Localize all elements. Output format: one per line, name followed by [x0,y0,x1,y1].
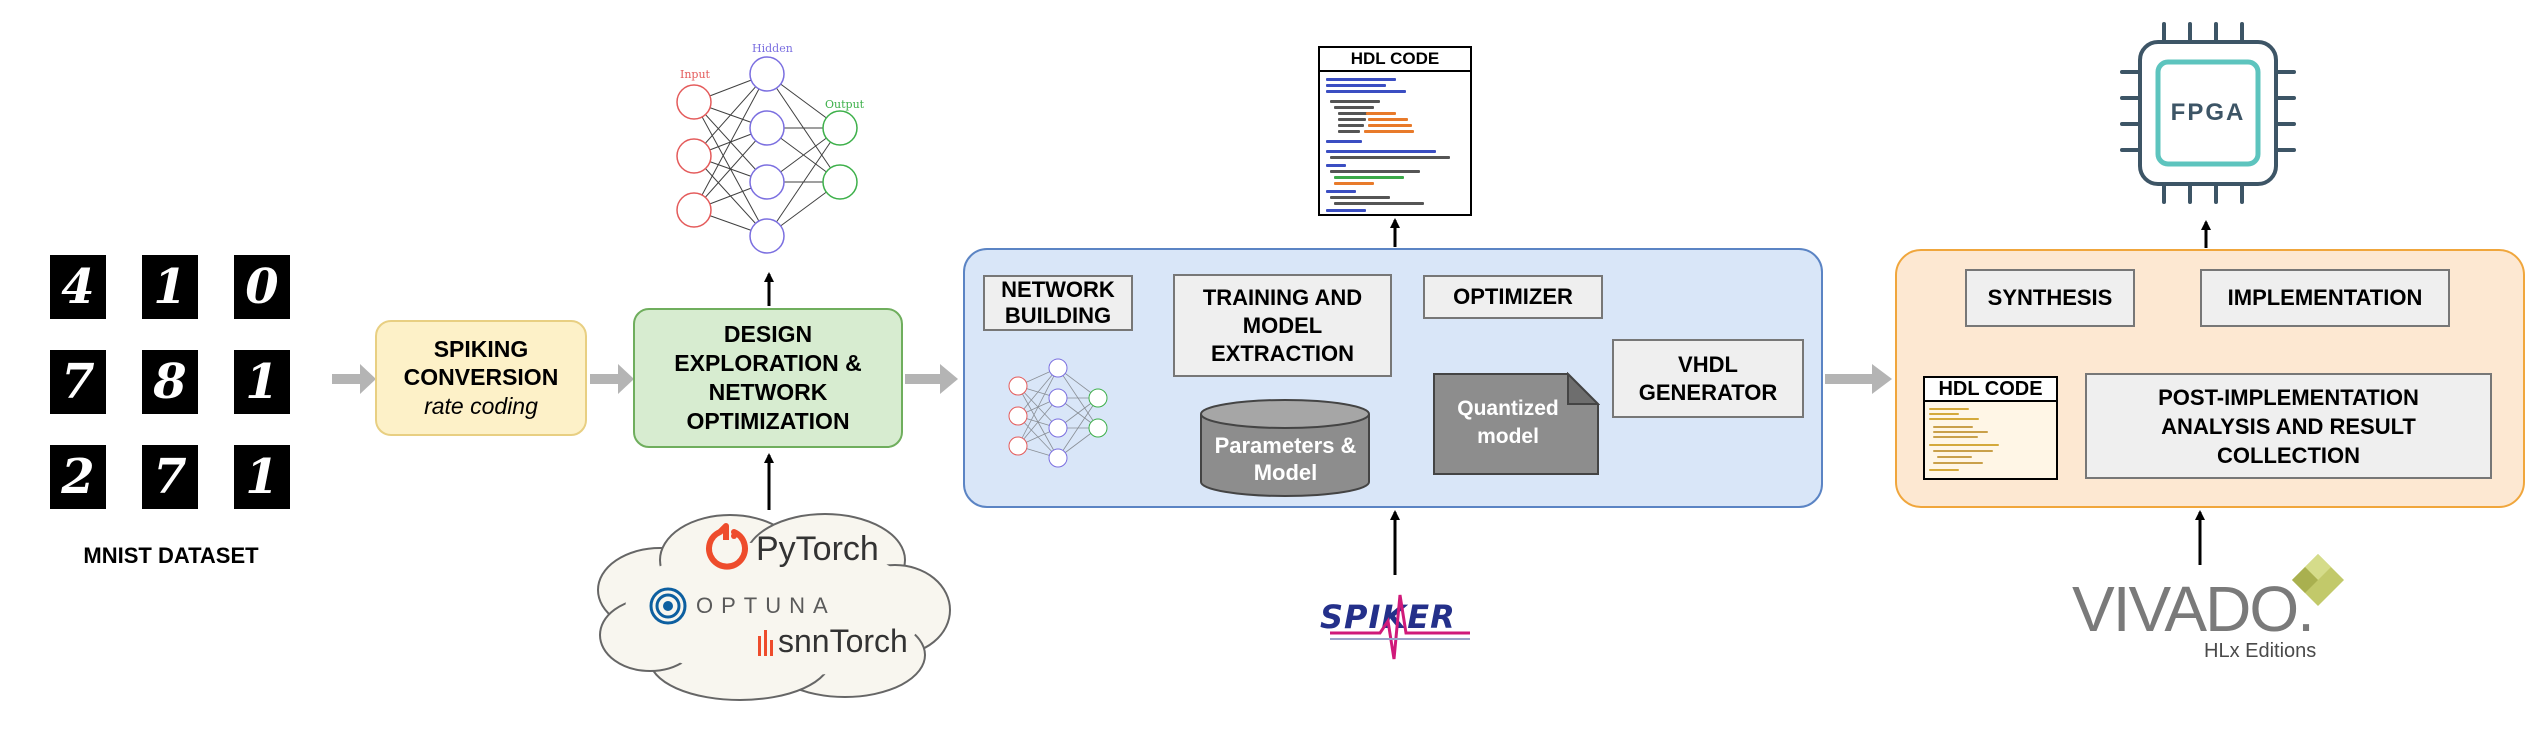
optuna-icon [649,587,687,625]
mnist-label: MNIST DATASET [83,543,259,568]
spiking-subtitle: rate coding [424,393,538,419]
vivado-logo: VIVADO. [2072,573,2315,645]
flow-arrow-mnist-to-spiking [332,364,376,394]
vivado-edition-label: HLx Editions [2204,640,2317,662]
hdl-code-small-document: HDL CODE [1923,376,2058,480]
mnist-digit: 8 [142,350,198,414]
optimizer-box: OPTIMIZER [1423,275,1603,319]
snntorch-label: snnTorch [778,623,908,659]
post-implementation-box: POST-IMPLEMENTATION ANALYSIS AND RESULT … [2085,373,2492,479]
spiker-pulse-icon [1330,594,1470,660]
hdl-code-lines [1320,72,1470,212]
mnist-grid: 4 1 0 7 8 1 2 7 1 [50,255,300,510]
mnist-digit: 1 [142,255,198,319]
pytorch-icon [706,523,748,570]
mnist-digit: 7 [50,350,106,414]
mnist-digit: 7 [142,445,198,509]
nn-input-label: Input [680,68,710,81]
quantized-model-icon [1433,372,1600,475]
spiker-logo: SPIKER [1320,598,1456,636]
parameters-label: Parameters & Model [1214,433,1357,485]
hdl-code-small-lines [1925,402,2056,480]
fpga-label: FPGA [2170,99,2246,126]
network-building-box: NETWORK BUILDING [983,275,1133,331]
mnist-digit: 1 [234,350,290,414]
mnist-digit: 2 [50,445,106,509]
vivado-leaf-icon [2292,554,2344,606]
nn-hidden-label: Hidden [752,42,793,55]
hdl-code-small-title: HDL CODE [1925,378,2056,402]
network-building-nn [1008,358,1108,468]
hdl-code-title: HDL CODE [1320,48,1470,72]
spiking-conversion-box: SPIKING CONVERSION rate coding [375,320,587,436]
design-exploration-box: DESIGN EXPLORATION & NETWORK OPTIMIZATIO… [633,308,903,448]
hdl-code-document: HDL CODE [1318,46,1472,216]
mnist-digit: 0 [234,255,290,319]
snntorch-icon [758,630,773,656]
parameters-database-icon [1200,399,1370,497]
optuna-label: OPTUNA [696,593,836,618]
spiking-title: SPIKING CONVERSION [403,336,559,390]
nn-diagram [676,56,858,254]
synthesis-box: SYNTHESIS [1965,269,2135,327]
nn-output-label: Output [825,98,865,111]
quantized-model-label: Quantized model [1457,397,1559,448]
mnist-digit: 1 [234,445,290,509]
libraries-cloud [597,513,951,701]
vhdl-generator-box: VHDL GENERATOR [1612,339,1804,418]
flow-arrow-design-to-blue [905,364,958,394]
implementation-box: IMPLEMENTATION [2200,269,2450,327]
mnist-digit: 4 [50,255,106,319]
flow-arrow-spiking-to-design [590,364,634,394]
training-box: TRAINING AND MODEL EXTRACTION [1173,274,1392,377]
fpga-chip-icon [2120,22,2296,204]
pytorch-label: PyTorch [756,530,879,568]
flow-arrow-blue-to-orange [1825,364,1892,394]
